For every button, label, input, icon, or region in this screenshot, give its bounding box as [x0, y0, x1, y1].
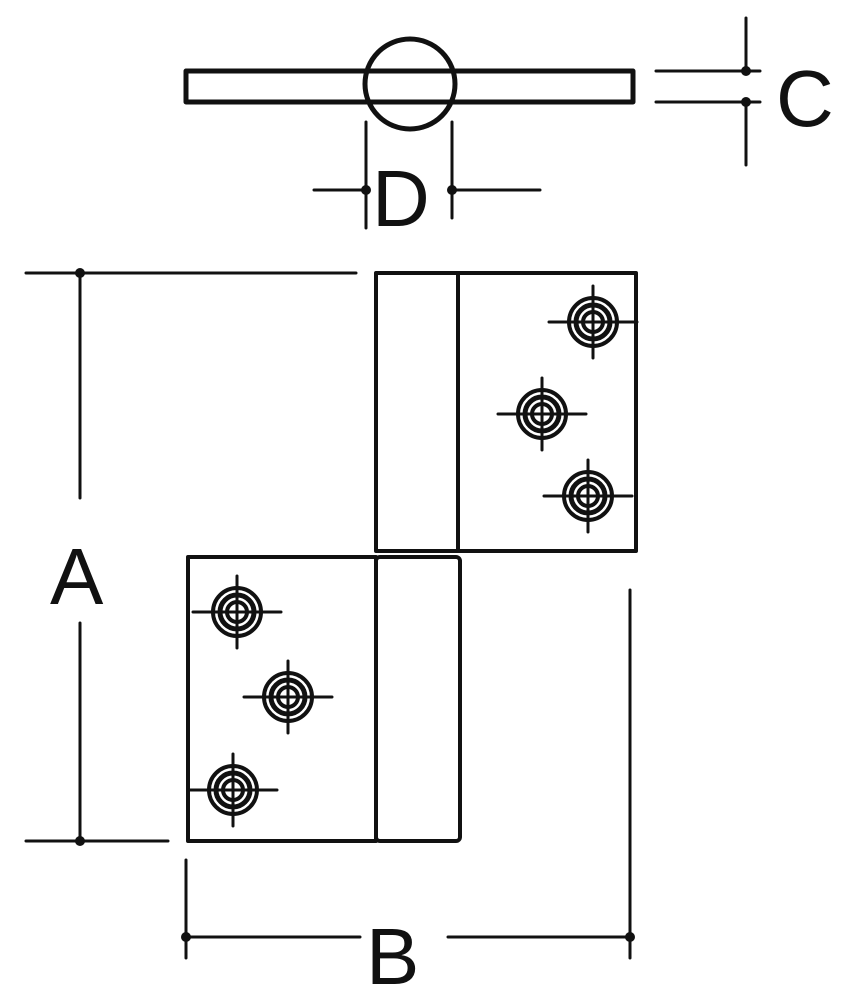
screw-hole: [191, 574, 283, 650]
top-view: [183, 36, 636, 132]
lower-knuckle: [374, 555, 462, 843]
lower-leaf: [186, 555, 462, 843]
dimension-c: C: [654, 16, 834, 167]
d-terminator-right: [447, 185, 457, 195]
b-terminator-left: [181, 932, 191, 942]
b-terminator-right: [625, 932, 635, 942]
a-terminator-bottom: [75, 836, 85, 846]
label-a: A: [50, 532, 104, 621]
top-view-leaf-bar: [183, 68, 636, 105]
top-view-knuckle: [362, 36, 458, 132]
screw-hole: [547, 284, 639, 360]
dimension-a: A: [24, 268, 358, 846]
dimension-b: B: [181, 588, 635, 1000]
label-d: D: [372, 154, 430, 243]
screw-holes: [187, 284, 639, 828]
screw-hole: [496, 376, 588, 452]
c-terminator-top: [741, 66, 751, 76]
label-c: C: [776, 54, 834, 143]
label-b: B: [366, 912, 419, 1000]
a-terminator-top: [75, 268, 85, 278]
upper-leaf: [374, 271, 638, 553]
upper-plate: [456, 271, 638, 553]
dimension-d: D: [312, 120, 542, 243]
screw-hole: [242, 659, 334, 735]
screw-hole: [542, 458, 634, 534]
screw-hole: [187, 752, 279, 828]
c-terminator-bottom: [741, 97, 751, 107]
upper-knuckle: [374, 271, 460, 553]
d-terminator-left: [361, 185, 371, 195]
